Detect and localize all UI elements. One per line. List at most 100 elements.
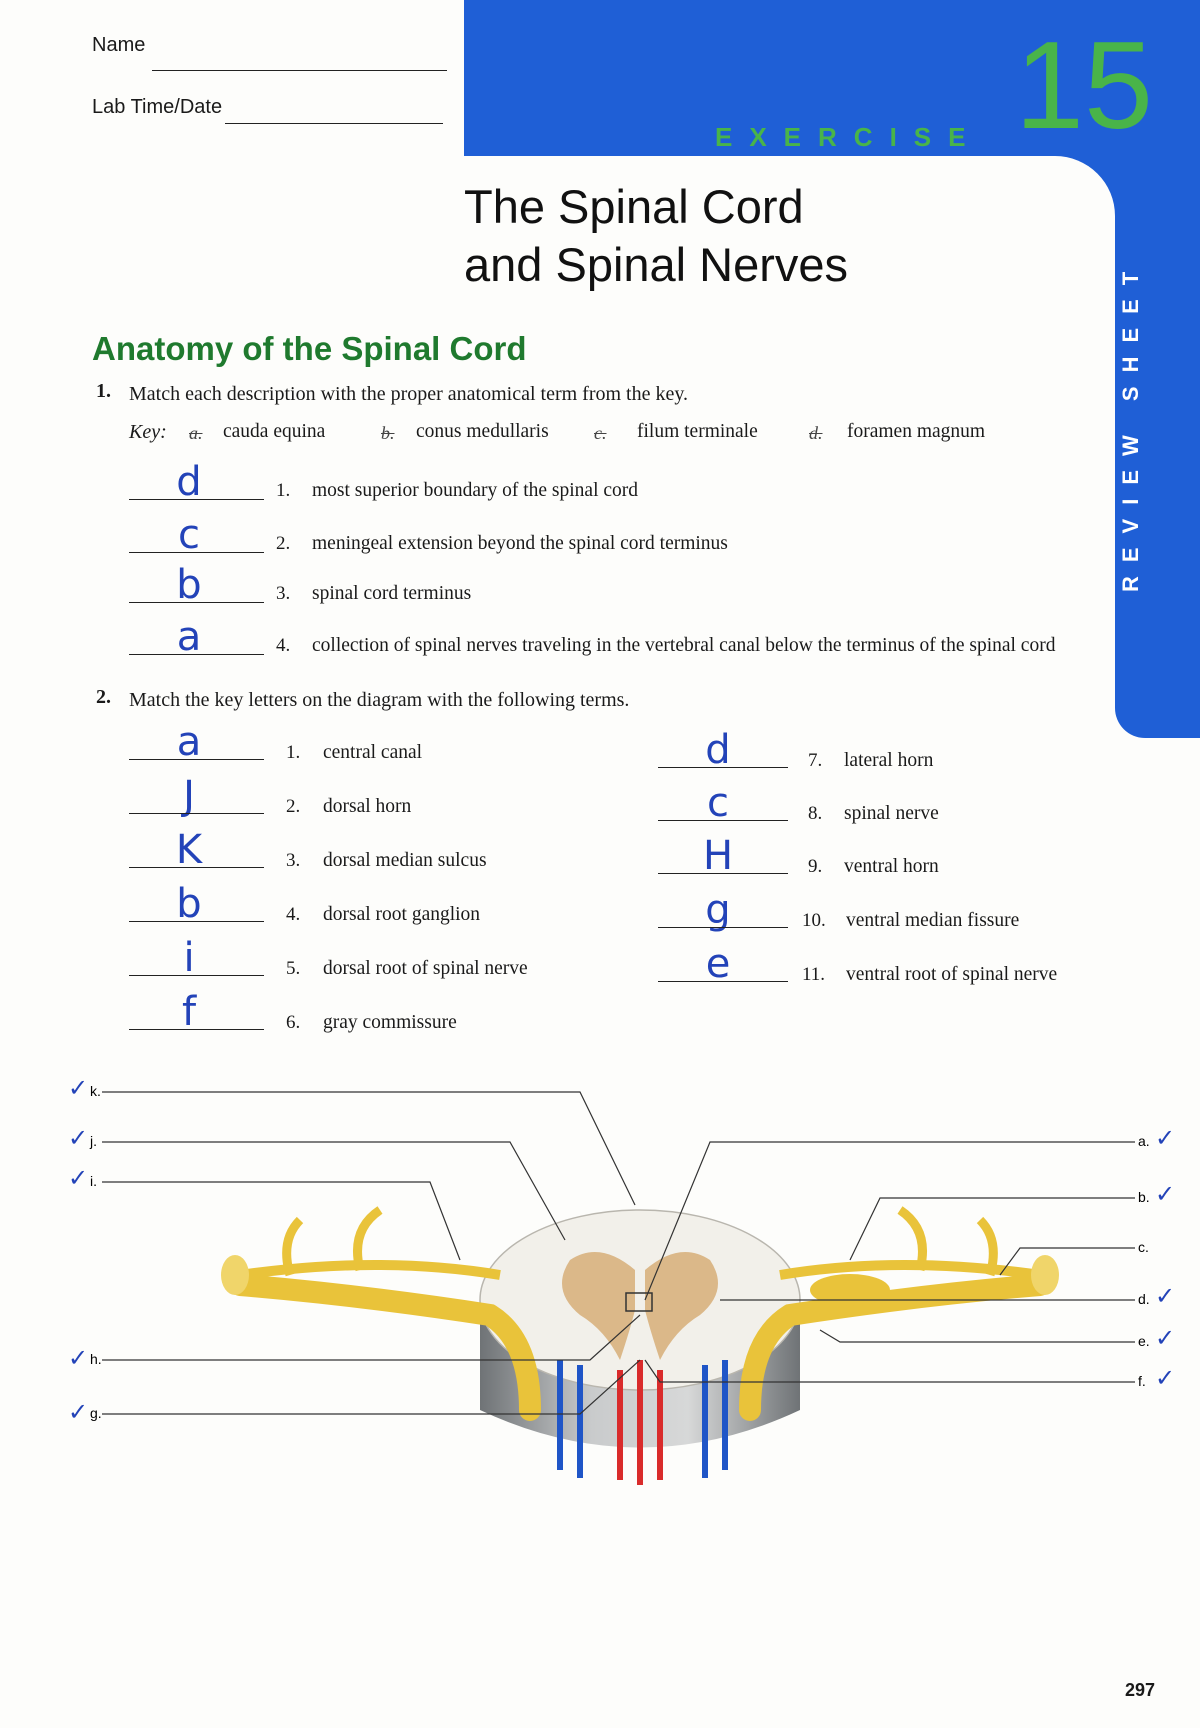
- exercise-banner: [464, 0, 1200, 156]
- answer-line: [658, 981, 788, 982]
- item-number: 11.: [802, 964, 826, 985]
- right-dorsal-root: [779, 1260, 1041, 1280]
- item-number: 7.: [808, 750, 823, 771]
- answer-field[interactable]: c: [707, 780, 729, 826]
- answer-field[interactable]: d: [176, 459, 202, 505]
- q2-item-5: i 5. dorsal root of spinal nerve: [129, 938, 569, 982]
- right-branches: [897, 1206, 998, 1277]
- labtime-label: Lab Time/Date: [92, 96, 223, 118]
- left-leader-lines: [102, 1091, 641, 1415]
- check-mark-icon: ✓: [68, 1164, 88, 1192]
- q1-key: Key: a. cauda equina b. conus medullaris…: [129, 421, 1029, 451]
- answer-line: [129, 1029, 264, 1030]
- item-text: spinal cord terminus: [312, 583, 472, 604]
- answer-field[interactable]: b: [176, 881, 202, 927]
- key-letter-b: b.: [381, 423, 395, 443]
- left-nerve-end: [221, 1255, 249, 1295]
- q2-number: 2.: [96, 686, 111, 708]
- answer-line: [658, 767, 788, 768]
- check-mark-icon: ✓: [1155, 1282, 1175, 1310]
- item-text: most superior boundary of the spinal cor…: [312, 480, 639, 501]
- item-text: meningeal extension beyond the spinal co…: [312, 533, 728, 554]
- answer-line: [129, 975, 264, 976]
- left-dorsal-root: [239, 1260, 501, 1280]
- answer-field[interactable]: g: [705, 887, 731, 933]
- item-number: 8.: [808, 803, 823, 824]
- answer-field[interactable]: b: [176, 562, 202, 608]
- answer-line: [129, 813, 264, 814]
- central-canal-box: [625, 1292, 653, 1312]
- answer-line: [658, 873, 788, 874]
- answer-field[interactable]: J: [183, 773, 195, 819]
- item-text: ventral horn: [844, 856, 939, 877]
- answer-field[interactable]: c: [178, 512, 200, 558]
- answer-field[interactable]: d: [705, 727, 731, 773]
- key-term-b: conus medullaris: [416, 421, 549, 442]
- spinal-cord-cross-section: k. j. i. h. g. a. b. c. d. e. f. ✓ ✓ ✓ ✓…: [68, 1074, 1175, 1485]
- label-b: b.: [1138, 1189, 1150, 1205]
- item-number: 3.: [276, 583, 291, 604]
- q1-item-3: b 3. spinal cord terminus: [129, 565, 1129, 609]
- arteries: [617, 1360, 663, 1485]
- item-text: dorsal horn: [323, 796, 412, 817]
- item-text: central canal: [323, 742, 423, 763]
- dorsal-root-ganglion: [810, 1274, 890, 1306]
- label-j: j.: [89, 1133, 97, 1149]
- q2-item-1: a 1. central canal: [129, 722, 569, 766]
- item-number: 9.: [808, 856, 823, 877]
- answer-field[interactable]: i: [183, 935, 195, 981]
- check-mark-icon: ✓: [68, 1398, 88, 1426]
- name-label: Name: [92, 34, 146, 56]
- item-number: 10.: [802, 910, 826, 931]
- exercise-number: 15: [1015, 17, 1153, 155]
- key-letter-d: d.: [809, 423, 823, 443]
- answer-field[interactable]: e: [705, 941, 731, 987]
- item-text: collection of spinal nerves traveling in…: [312, 635, 1056, 656]
- item-number: 5.: [286, 958, 301, 979]
- item-text: gray commissure: [323, 1012, 457, 1033]
- item-number: 2.: [276, 533, 291, 554]
- answer-line: [129, 921, 264, 922]
- key-letter-c: c.: [594, 423, 607, 443]
- answer-field[interactable]: a: [176, 614, 202, 660]
- item-text: dorsal root of spinal nerve: [323, 958, 528, 979]
- left-spinal-nerve: [229, 1274, 541, 1421]
- section-heading: Anatomy of the Spinal Cord: [92, 330, 527, 367]
- label-h: h.: [90, 1351, 102, 1367]
- label-e: e.: [1138, 1333, 1150, 1349]
- answer-field[interactable]: K: [175, 827, 203, 873]
- answer-line: [129, 867, 264, 868]
- check-mark-icon: ✓: [68, 1074, 88, 1102]
- name-field[interactable]: Name: [92, 34, 145, 57]
- left-branches: [282, 1206, 383, 1277]
- label-c: c.: [1138, 1239, 1149, 1255]
- q2-item-3: K 3. dorsal median sulcus: [129, 830, 569, 874]
- right-nerve-end: [1031, 1255, 1059, 1295]
- review-sheet-tab: [1115, 156, 1200, 738]
- answer-field[interactable]: H: [702, 833, 734, 879]
- q1-number: 1.: [96, 380, 111, 402]
- key-term-c: filum terminale: [637, 421, 758, 442]
- key-term-d: foramen magnum: [847, 421, 986, 442]
- item-text: dorsal root ganglion: [323, 904, 481, 925]
- q1-item-1: d 1. most superior boundary of the spina…: [129, 462, 1129, 506]
- name-line[interactable]: [152, 70, 447, 71]
- page-number: 297: [1125, 1680, 1156, 1700]
- item-text: ventral root of spinal nerve: [846, 964, 1058, 985]
- gray-matter-left: [562, 1252, 635, 1360]
- answer-field[interactable]: f: [181, 989, 197, 1035]
- q1-prompt: Match each description with the proper a…: [129, 383, 689, 405]
- labtime-field[interactable]: Lab Time/Date: [92, 96, 222, 119]
- title-line-2: and Spinal Nerves: [464, 238, 849, 291]
- label-g: g.: [90, 1405, 102, 1421]
- q2-item-9: H 9. ventral horn: [658, 836, 1098, 880]
- answer-line: [129, 552, 264, 553]
- exercise-word: EXERCISE: [715, 122, 983, 152]
- labtime-line[interactable]: [225, 123, 443, 124]
- check-mark-icon: ✓: [1155, 1324, 1175, 1352]
- answer-line: [129, 499, 264, 500]
- answer-line: [129, 602, 264, 603]
- label-d: d.: [1138, 1291, 1150, 1307]
- item-number: 3.: [286, 850, 301, 871]
- answer-field[interactable]: a: [176, 719, 202, 765]
